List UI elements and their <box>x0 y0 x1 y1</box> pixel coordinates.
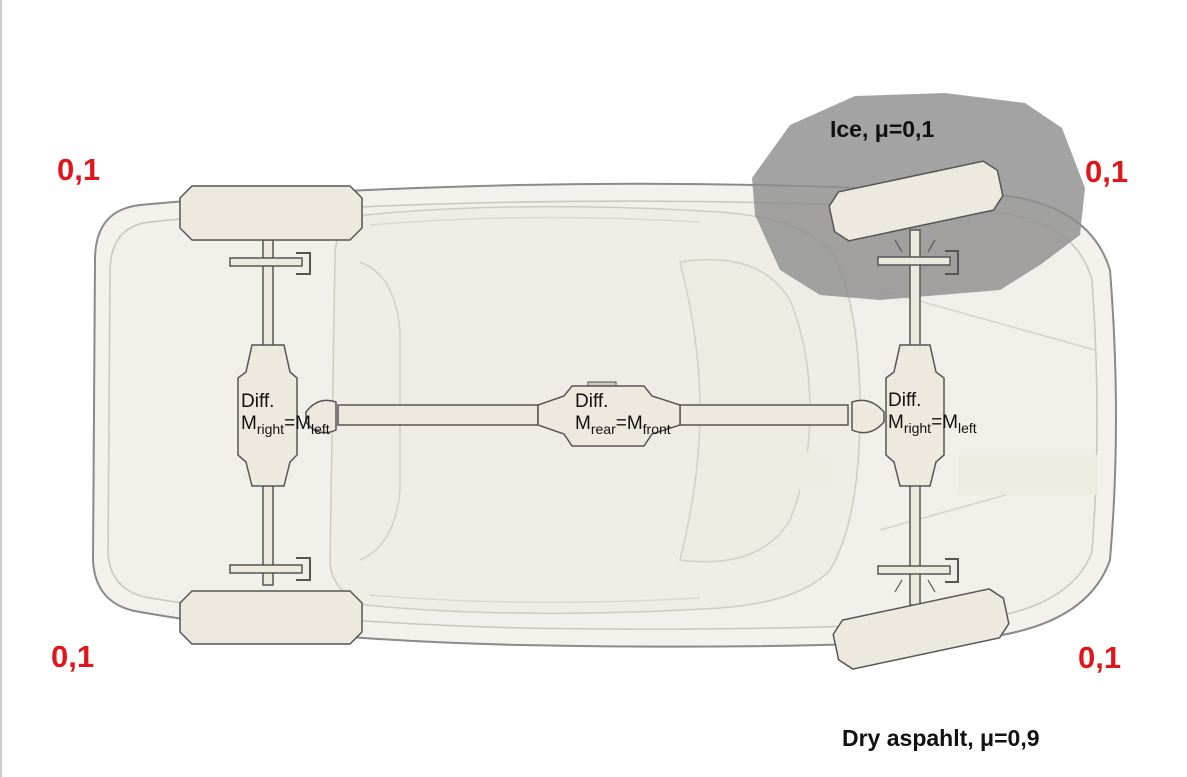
rear-diff-equation: Mright=Mleft <box>241 414 330 436</box>
front-diff-m2: M <box>942 412 958 433</box>
front-diff-eq: = <box>931 412 943 433</box>
front-diff-sub2: left <box>958 420 977 436</box>
friction-label-rear-right: 0,1 <box>51 639 95 674</box>
front-diff-equation: Mright=Mleft <box>888 413 977 435</box>
rear-propeller-shaft <box>337 404 539 426</box>
rear-diff-eq: = <box>284 413 296 434</box>
front-diff-housing <box>885 344 945 487</box>
wheel-front-left <box>828 160 1004 242</box>
front-brake-caliper-bottom <box>945 558 959 583</box>
front-halfshaft-top <box>909 229 921 351</box>
friction-label-rear-left: 0,1 <box>57 152 101 187</box>
front-steering-linkage-bottom <box>894 579 936 593</box>
center-diff-equation: Mrear=Mfront <box>575 414 671 436</box>
rear-diff-flange <box>305 399 337 434</box>
interior-panel-1 <box>716 452 836 490</box>
interior-panel-2 <box>958 455 1098 495</box>
rear-brake-caliper-bottom <box>296 557 311 581</box>
front-diff-flange <box>851 399 885 434</box>
center-diff-m2: M <box>626 413 643 434</box>
rear-diff-label: Diff. Mright=Mleft <box>241 392 330 436</box>
center-diff-title: Diff. <box>575 391 609 412</box>
rear-diff-housing <box>237 344 298 487</box>
roof-line-top <box>369 216 701 226</box>
front-brake-bar-bottom <box>877 565 951 575</box>
rear-diff-title: Diff. <box>241 391 275 412</box>
roof-line-bottom <box>369 594 701 604</box>
wheel-front-right <box>832 588 1010 670</box>
dry-asphalt-label: Dry aspahlt, μ=0,9 <box>842 725 1040 751</box>
rear-brake-bar-bottom <box>229 564 303 574</box>
center-diff-eq: = <box>615 413 627 434</box>
rear-diff-sub1: right <box>256 421 285 437</box>
rear-diff-sub2: left <box>311 421 330 437</box>
ice-surface-label: Ice, μ=0,1 <box>830 116 935 142</box>
front-diff-m1: M <box>888 412 904 433</box>
front-brake-bar-top <box>877 256 951 266</box>
friction-label-front-left: 0,1 <box>1085 154 1129 189</box>
front-diff-sub1: right <box>903 420 932 436</box>
front-diff-label: Diff. Mright=Mleft <box>888 391 977 435</box>
rear-diff-m1: M <box>241 413 257 434</box>
center-diff-label: Diff. Mrear=Mfront <box>575 392 671 436</box>
rear-brake-caliper-top <box>296 252 311 275</box>
rear-brake-bar-top <box>229 257 303 267</box>
rear-diff-m2: M <box>295 413 311 434</box>
front-diff-title: Diff. <box>888 390 922 411</box>
wheel-rear-right <box>179 590 363 645</box>
rear-halfshaft-top <box>262 239 274 351</box>
center-diff-sub1: rear <box>590 421 616 437</box>
front-brake-caliper-top <box>945 250 959 275</box>
front-steering-linkage-top <box>894 239 936 253</box>
front-propeller-shaft <box>679 404 849 426</box>
center-diff-housing <box>537 385 681 447</box>
front-halfshaft-bottom <box>909 474 921 606</box>
friction-label-front-right: 0,1 <box>1078 640 1122 675</box>
center-diff-sub2: front <box>642 421 671 437</box>
center-diff-m1: M <box>575 413 591 434</box>
wheel-rear-left <box>179 185 363 241</box>
